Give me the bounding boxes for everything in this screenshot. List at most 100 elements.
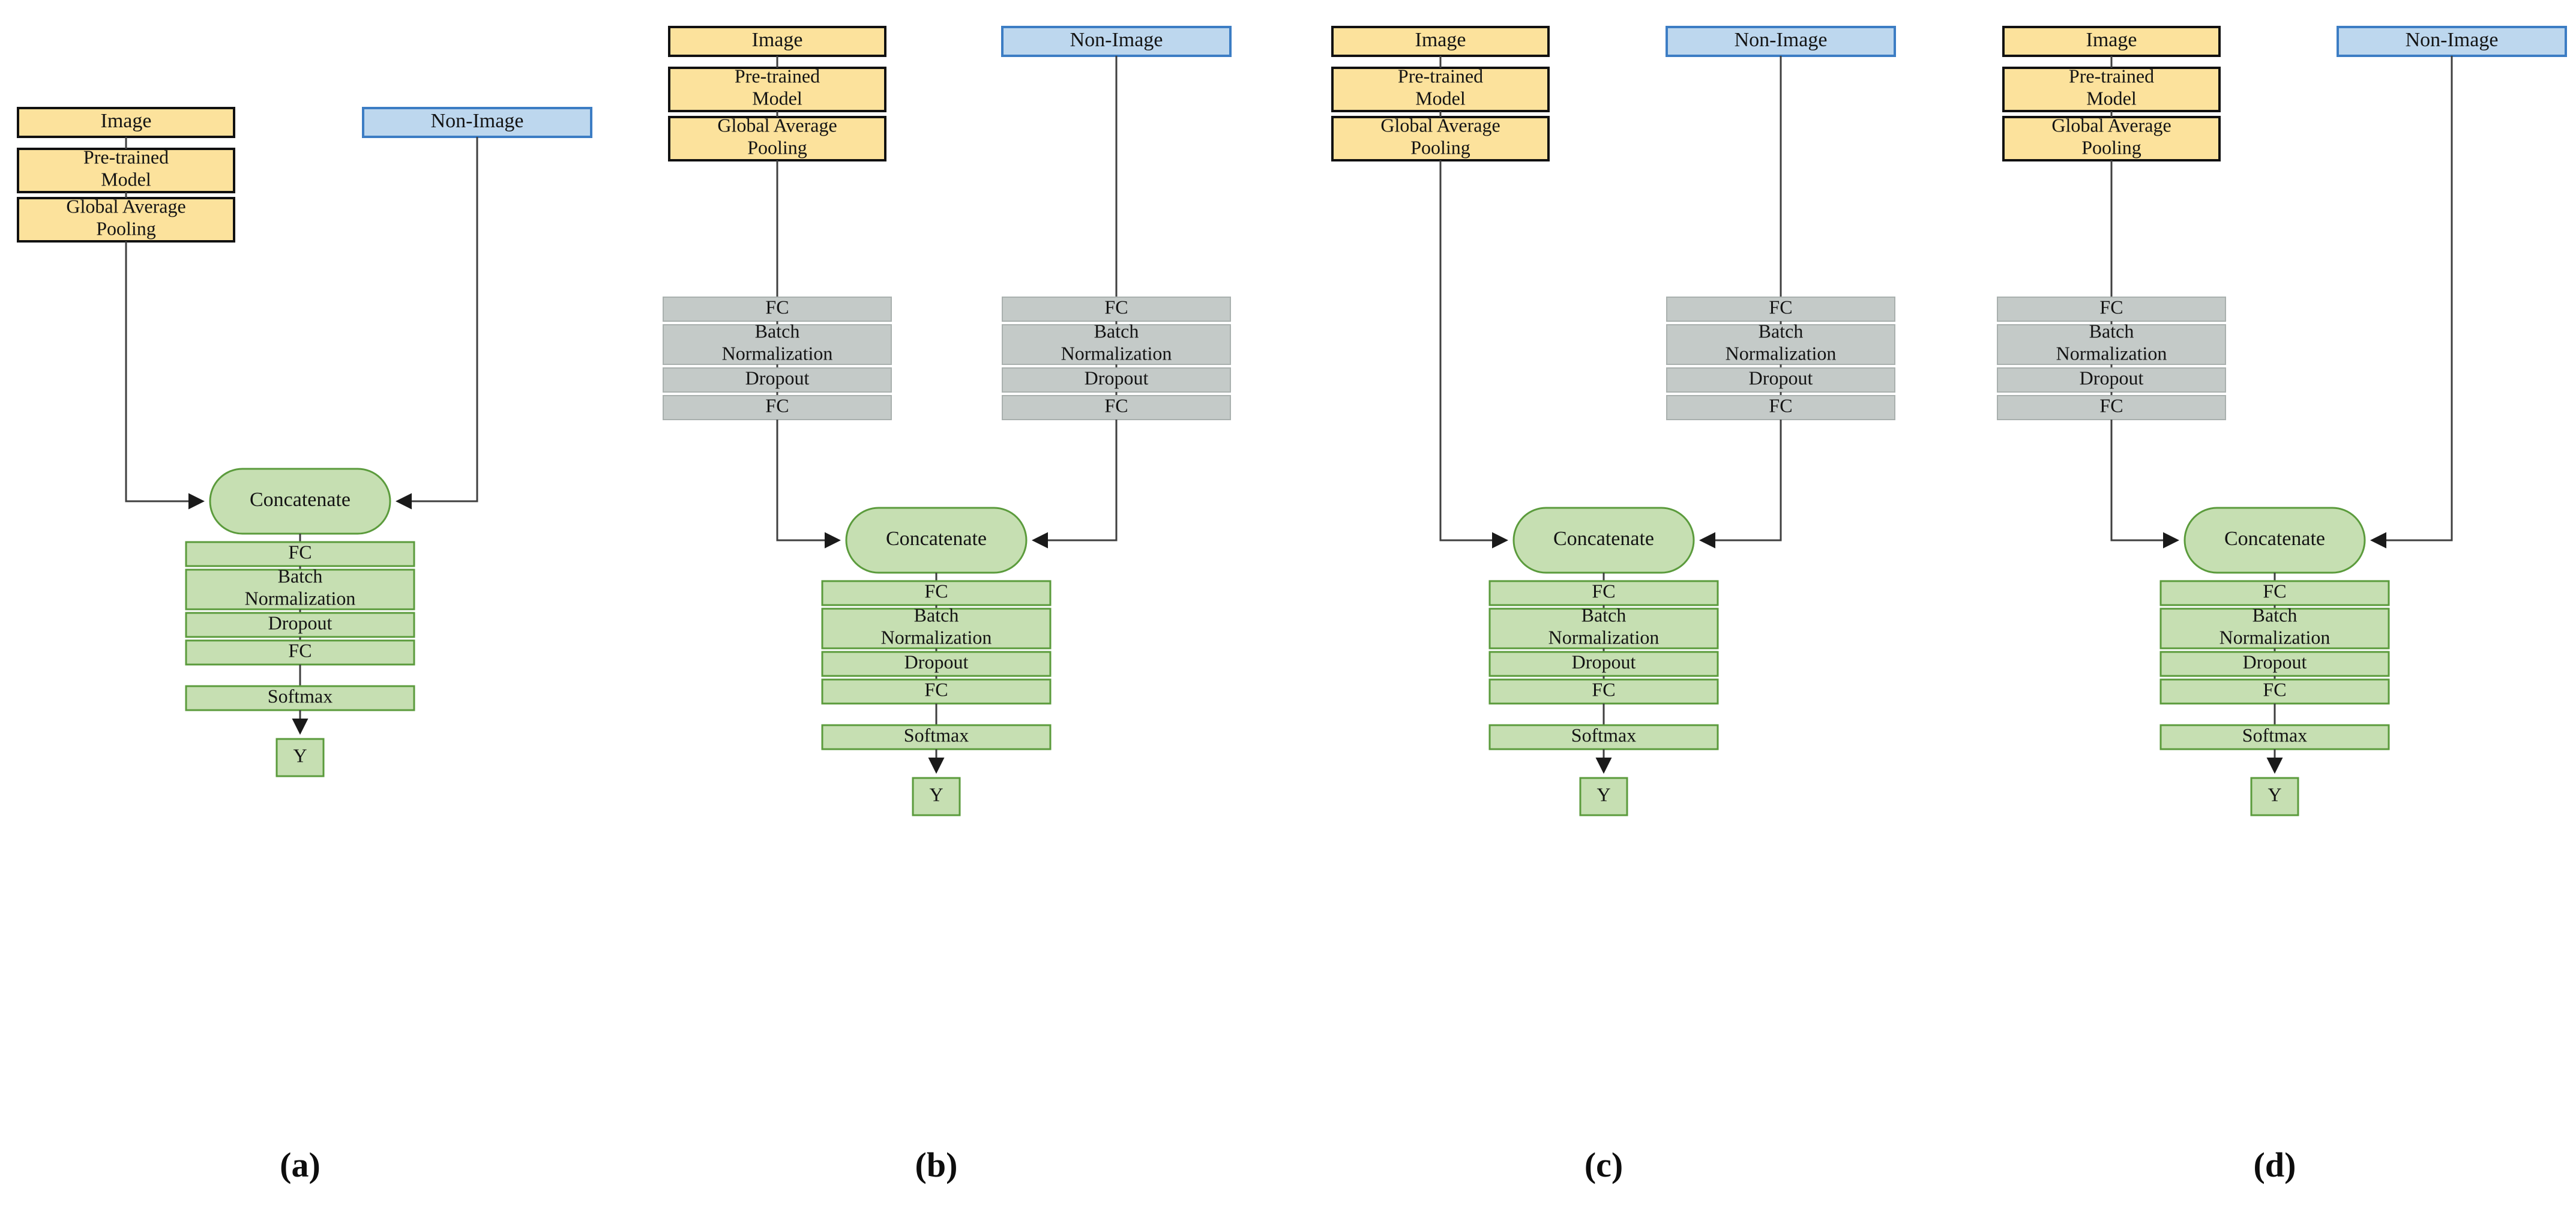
panel-a-concatenate-node-text: Concatenate	[250, 489, 351, 511]
panel-d-image-fc-node: FC	[1997, 296, 2226, 322]
panel-c-fusion-drop-node-text: Dropout	[1572, 651, 1636, 672]
panel-b-non-image-node: Non-Image	[1001, 26, 1232, 57]
panel-c-fusion-sm-node-shape	[1488, 724, 1719, 750]
panel-c-nonimage-drop-node-shape	[1666, 367, 1895, 393]
panel-d-fusion-sm-node: Softmax	[2159, 724, 2390, 750]
panel-a-fusion-fc-node-text: FC	[288, 541, 311, 562]
panel-a-fusion-drop-node: Dropout	[185, 612, 415, 638]
panel-d-image-fc2-node-text: FC	[2099, 394, 2123, 416]
panel-b-image-node-shape	[668, 26, 886, 57]
panel-c-fusion-fc-node-shape	[1488, 580, 1719, 606]
panel-b-non-image-node-text: Non-Image	[1070, 29, 1163, 51]
panel-d-image-drop-node: Dropout	[1997, 367, 2226, 393]
panel-a-edge-image-to-concat	[125, 241, 205, 510]
panel-b-concatenate-node-text: Concatenate	[886, 528, 987, 550]
panel-c-edge-image-to-concat	[1439, 160, 1508, 549]
panel-b-image-fc-node: FC	[663, 296, 892, 322]
panel-c-fusion-sm-node-text: Softmax	[1571, 724, 1636, 746]
panel-a-fusion-sm-node: Softmax	[185, 685, 415, 711]
panel-d-image-fc2-node-shape	[1997, 395, 2226, 420]
panel-d-output-node: Y	[2250, 777, 2299, 816]
panel-d-output-node-text: Y	[2268, 783, 2281, 805]
panel-b-fusion-fc2-node-shape	[821, 678, 1052, 705]
panel-c-fusion-sm-node: Softmax	[1488, 724, 1719, 750]
panel-d-fusion-fc-node-text: FC	[2263, 580, 2286, 601]
panel-d-output-node-shape	[2250, 777, 2299, 816]
panel-c-nonimage-bn-node-shape	[1666, 324, 1895, 365]
panel-a-fusion-fc-node: FC	[185, 541, 415, 567]
panel-b-non-image-node-shape	[1001, 26, 1232, 57]
panel-b-fusion-sm-node-text: Softmax	[904, 724, 969, 746]
panel-c-non-image-node-text: Non-Image	[1735, 29, 1828, 51]
panel-b-output-node-text: Y	[929, 783, 943, 805]
panel-c-global-average-pooling-node-shape	[1331, 116, 1550, 161]
panel-d-non-image-node-shape	[2337, 26, 2567, 57]
panel-c-image-node: Image	[1331, 26, 1550, 57]
panel-d-concatenate-node-text: Concatenate	[2224, 528, 2325, 550]
panel-b-image-fc2-node: FC	[663, 394, 892, 420]
panel-b-nonimage-fc-node: FC	[1002, 296, 1231, 322]
panel-c-concatenate-node: Concatenate	[1512, 507, 1695, 574]
panel-b-nonimage-fc-node-shape	[1002, 297, 1231, 322]
panel-a-fusion-drop-node-text: Dropout	[268, 612, 333, 633]
panel-b-fusion-sm-node-shape	[821, 724, 1052, 750]
panel-b-fusion-fc-node: FC	[821, 580, 1052, 606]
panel-d-fusion-drop-node: Dropout	[2159, 651, 2390, 677]
panel-d-image-drop-node-text: Dropout	[2080, 367, 2144, 388]
panel-a-global-average-pooling-node-shape	[17, 197, 235, 243]
panel-d-image-fc-node-text: FC	[2099, 296, 2123, 318]
panel-d-fusion-drop-node-text: Dropout	[2243, 651, 2307, 672]
panel-d-fusion-sm-node-text: Softmax	[2242, 724, 2307, 746]
panel-d-non-image-node: Non-Image	[2337, 26, 2567, 57]
panel-b-fusion-fc2-node-text: FC	[924, 678, 948, 700]
panel-d-image-node: Image	[2002, 26, 2221, 57]
panel-b-nonimage-drop-node: Dropout	[1002, 367, 1231, 393]
panel-c-fusion-fc2-node-shape	[1488, 678, 1719, 705]
panel-d-non-image-node-text: Non-Image	[2406, 29, 2499, 51]
panel-c-fusion-bn-node-shape	[1488, 608, 1719, 650]
panel-b-fusion-drop-node: Dropout	[821, 651, 1052, 677]
panel-a-fusion-sm-node-shape	[185, 685, 415, 711]
panel-a-concatenate-node: Concatenate	[209, 468, 391, 535]
panel-c-nonimage-fc2-node-text: FC	[1769, 394, 1792, 416]
panel-d-fusion-fc-node: FC	[2159, 580, 2390, 606]
panel-a-output-node: Y	[275, 738, 325, 777]
panel-d-image-drop-node-shape	[1997, 367, 2226, 393]
panel-a-non-image-node: Non-Image	[362, 107, 592, 138]
panel-a-output-node-text: Y	[293, 744, 307, 766]
panel-b-nonimage-fc2-node-text: FC	[1104, 394, 1128, 416]
panel-b-output-node: Y	[912, 777, 961, 816]
panel-c-output-node-shape	[1579, 777, 1628, 816]
panel-c-fusion-fc-node-text: FC	[1592, 580, 1615, 601]
panel-c-non-image-node: Non-Image	[1666, 26, 1896, 57]
panel-d-image-fc2-node: FC	[1997, 394, 2226, 420]
panel-c-output-node-text: Y	[1596, 783, 1610, 805]
panel-d-fusion-fc2-node: FC	[2159, 678, 2390, 705]
panel-c-fusion-fc-node: FC	[1488, 580, 1719, 606]
panel-a-caption: (a)	[280, 1145, 320, 1184]
panel-b-image-drop-node: Dropout	[663, 367, 892, 393]
panel-a-non-image-node-shape	[362, 107, 592, 138]
panel-c-pretrained-model-node-shape	[1331, 67, 1550, 112]
panel-b-image-drop-node-shape	[663, 367, 892, 393]
panel-b-concatenate-node: Concatenate	[845, 507, 1028, 574]
panel-c-nonimage-drop-node-text: Dropout	[1749, 367, 1813, 388]
panel-d-edge-nonimage-to-concat	[2370, 56, 2453, 549]
